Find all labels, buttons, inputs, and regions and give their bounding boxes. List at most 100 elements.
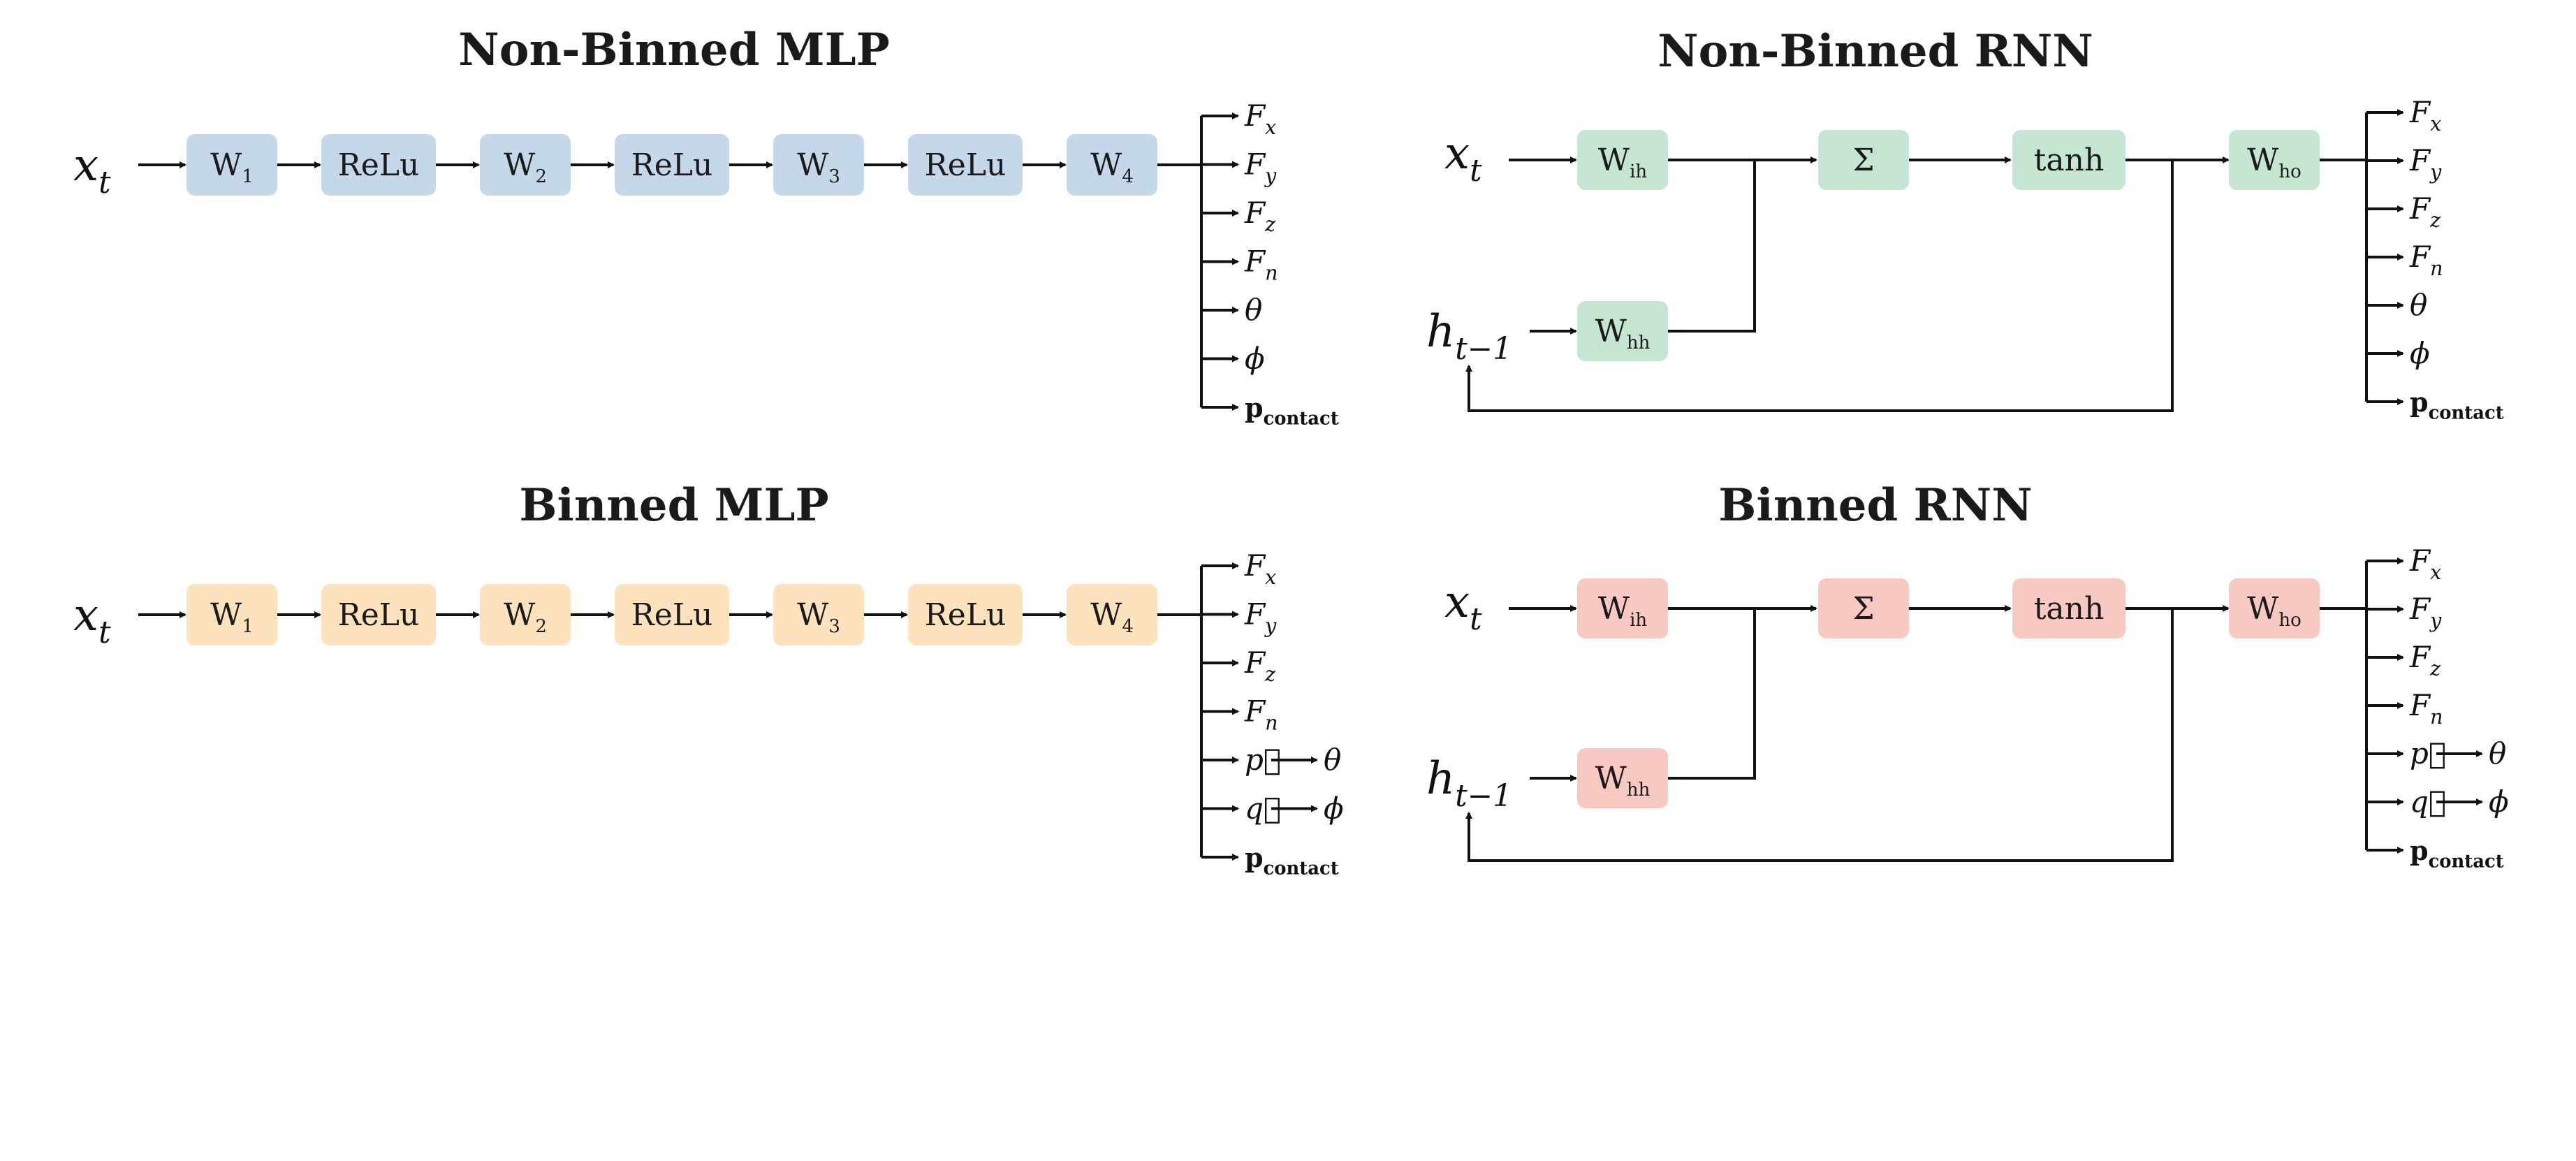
weight-box-4-shape [1067,134,1157,196]
weight-box-2-label-subscript: 2 [535,616,547,637]
output-3-base: F [1244,694,1266,729]
input-x-t-base: x [1444,576,1470,628]
weight-box-ih: Wih [1577,578,1668,638]
output-4-base: θ [2410,288,2427,322]
weight-box-4-shape [1067,584,1157,645]
weight-box-4: W4 [1067,584,1157,645]
output-1-subscript: y [2429,160,2442,184]
weight-box-hh-label: Whh [1595,761,1651,801]
hidden-h-t-minus-1-base: h [1426,753,1455,805]
relu-box-shape [321,584,436,645]
output-2-subscript: z [1264,212,1276,236]
output-3: Fn [2409,688,2443,729]
output-mapped-angle: θ [2489,736,2506,771]
weight-box-1-label: W1 [210,147,254,187]
relu-box-label-main: ReLu [338,147,420,183]
weight-box-ih-label: Wih [1598,591,1648,631]
output-5: ϕ [2410,336,2430,370]
weight-box-ho: Who [2229,578,2320,638]
input-x-t-subscript: t [1470,602,1482,637]
weight-box-ho-label-main: W [2247,143,2279,178]
relu-box: ReLu [615,134,729,196]
output-0: Fx [1244,98,1276,139]
output-5-base: ϕ [1245,342,1265,376]
sum-box-label-main: Σ [1852,143,1874,178]
weight-box-1-label-subscript: 1 [242,166,254,187]
output-p-contact-base: p [2410,835,2429,866]
sum-box: Σ [1818,130,1909,190]
output-p-contact-subscript: contact [1264,859,1339,879]
input-x-t-base: x [73,590,98,641]
weight-box-2: W2 [480,134,571,196]
weight-box-ih-shape [1577,578,1668,638]
output-p-contact-base: p [1245,842,1264,873]
weight-box-hh-shape [1577,301,1668,361]
input-x-t: xt [73,140,111,200]
tanh-box-shape [2012,578,2125,638]
output-1: Fy [1244,597,1277,638]
output-3-base: F [2409,240,2431,274]
input-x-t-subscript: t [1470,154,1482,189]
output-0: Fx [2409,95,2441,136]
relu-box: ReLu [321,584,436,645]
weight-box-1: W1 [186,584,277,645]
output-1-base: F [2409,143,2431,177]
relu-box-label: ReLu [925,597,1007,633]
relu-box: ReLu [615,584,729,645]
hidden-h-t-minus-1: ht−1 [1426,753,1512,814]
weight-box-1-label-subscript: 1 [242,616,254,637]
weight-box-hh: Whh [1577,748,1668,808]
output-0-subscript: x [1265,565,1276,589]
output-1-subscript: y [1264,163,1277,187]
relu-box-label: ReLu [338,147,420,183]
relu-box-shape [321,134,436,196]
output-3-subscript: n [1265,710,1278,734]
weight-box-3-shape [773,134,864,196]
output-p-contact-base: p [1245,392,1264,423]
relu-box-label: ReLu [338,597,420,633]
weight-box-4-label: W4 [1090,597,1134,637]
weight-box-1-label: W1 [210,597,254,637]
recurrent-feedback-loop [1465,608,2174,862]
output-3-subscript: n [1265,261,1278,284]
weight-box-2-label: W2 [504,147,547,187]
panel-title: Non-Binned MLP [458,24,889,76]
recurrent-feedback-loop [1465,160,2174,412]
weight-box-hh: Whh [1577,301,1668,361]
weight-box-1: W1 [186,134,277,196]
weight-box-3-label-main: W [797,597,829,633]
output-2: Fz [2409,191,2441,232]
weight-box-ih-label: Wih [1598,143,1648,182]
output-0-base: F [1244,98,1266,133]
tanh-box-label-main: tanh [2034,143,2105,178]
relu-box-label: ReLu [925,147,1007,183]
panel-title: Binned MLP [519,479,828,532]
output-0: Fx [2409,543,2441,584]
output-4-base: θ [1245,293,1262,327]
recurrent-merge-line [1668,160,1756,333]
weight-box-4-label-subscript: 4 [1122,166,1134,187]
tanh-box-label: tanh [2034,591,2105,627]
weight-box-1-label-main: W [210,597,242,633]
input-x-t-subscript: t [98,615,111,650]
output-2-base: F [2409,191,2431,226]
output-p-contact: pcontact [1245,392,1339,430]
output-1-base: F [1244,597,1266,631]
weight-box-4-label-main: W [1090,147,1122,183]
weight-box-ho-label-subscript: ho [2278,610,2301,631]
output-0-base: F [2409,543,2431,578]
sum-box-label: Σ [1852,143,1874,178]
output-0-base: F [1244,548,1266,583]
weight-box-4-label-main: W [1090,597,1122,633]
output-0: Fx [1244,548,1276,589]
relu-box-shape [908,584,1023,645]
weight-box-ih-label-subscript: ih [1630,610,1647,631]
relu-box-label-main: ReLu [631,147,713,183]
output-0-subscript: x [2430,560,2441,584]
weight-box-hh-label-main: W [1595,761,1627,796]
relu-box-shape [615,134,729,196]
output-2-base: F [2409,640,2431,674]
output-p-contact: pcontact [1245,842,1339,879]
sum-box-label-main: Σ [1852,591,1874,627]
output-2-subscript: z [2429,208,2441,232]
